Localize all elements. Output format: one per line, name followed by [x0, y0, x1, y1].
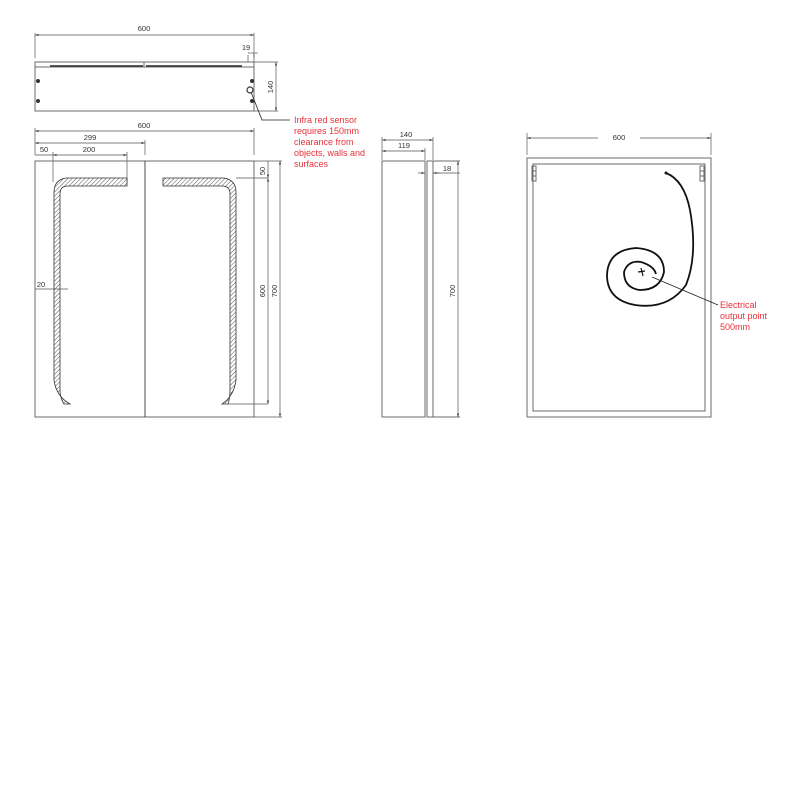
fixing-dot [250, 79, 254, 83]
top-width-label: 600 [138, 24, 151, 33]
svg-text:output point: output point [720, 311, 768, 321]
side-height-label: 700 [448, 285, 457, 298]
svg-text:Infra red sensor: Infra red sensor [294, 115, 357, 125]
top-cabinet-body [34, 66, 255, 112]
svg-text:surfaces: surfaces [294, 159, 329, 169]
electrical-leader-line [651, 276, 719, 306]
rear-width-label: 600 [613, 133, 626, 142]
connector-icon [637, 267, 646, 277]
svg-text:clearance from: clearance from [294, 137, 354, 147]
top-view: 600 19 140 [34, 24, 290, 121]
svg-text:Electrical: Electrical [720, 300, 757, 310]
sensor-icon [246, 86, 254, 94]
door-thickness-label: 18 [443, 164, 451, 173]
svg-text:objects, walls and: objects, walls and [294, 148, 365, 158]
top-depth-label: 140 [266, 81, 275, 94]
fixing-dot [36, 99, 40, 103]
sensor-leader-line [250, 91, 290, 121]
rear-outer-frame [526, 157, 712, 418]
led-height-label: 600 [258, 285, 267, 298]
left-led-strip [53, 177, 128, 405]
fixing-dot [250, 99, 254, 103]
right-led-strip [162, 177, 237, 405]
side-door [426, 160, 434, 418]
front-view: 600 299 50 200 20 50 600 700 [34, 121, 282, 418]
electrical-note: Electrical output point 500mm [720, 300, 768, 332]
side-depth-label: 140 [400, 130, 413, 139]
led-width-label: 20 [37, 280, 45, 289]
side-view: 140 119 18 700 [381, 130, 460, 418]
led-length-label: 200 [83, 145, 96, 154]
led-top-offset-label: 50 [258, 167, 267, 175]
front-height-label: 700 [270, 285, 279, 298]
rear-view: 600 [526, 133, 719, 418]
side-body-depth-label: 119 [398, 141, 410, 150]
side-body [381, 160, 426, 418]
svg-text:requires 150mm: requires 150mm [294, 126, 359, 136]
door-width-label: 299 [84, 133, 97, 142]
rear-inner-frame [532, 163, 706, 412]
door-offset-label: 19 [242, 43, 250, 52]
hanging-bracket [699, 165, 705, 172]
fixing-dot [36, 79, 40, 83]
sensor-note: Infra red sensor requires 150mm clearanc… [294, 115, 365, 169]
svg-text:500mm: 500mm [720, 322, 750, 332]
led-offset-label: 50 [40, 145, 48, 154]
front-width-label: 600 [138, 121, 151, 130]
power-cable-icon [606, 172, 695, 307]
